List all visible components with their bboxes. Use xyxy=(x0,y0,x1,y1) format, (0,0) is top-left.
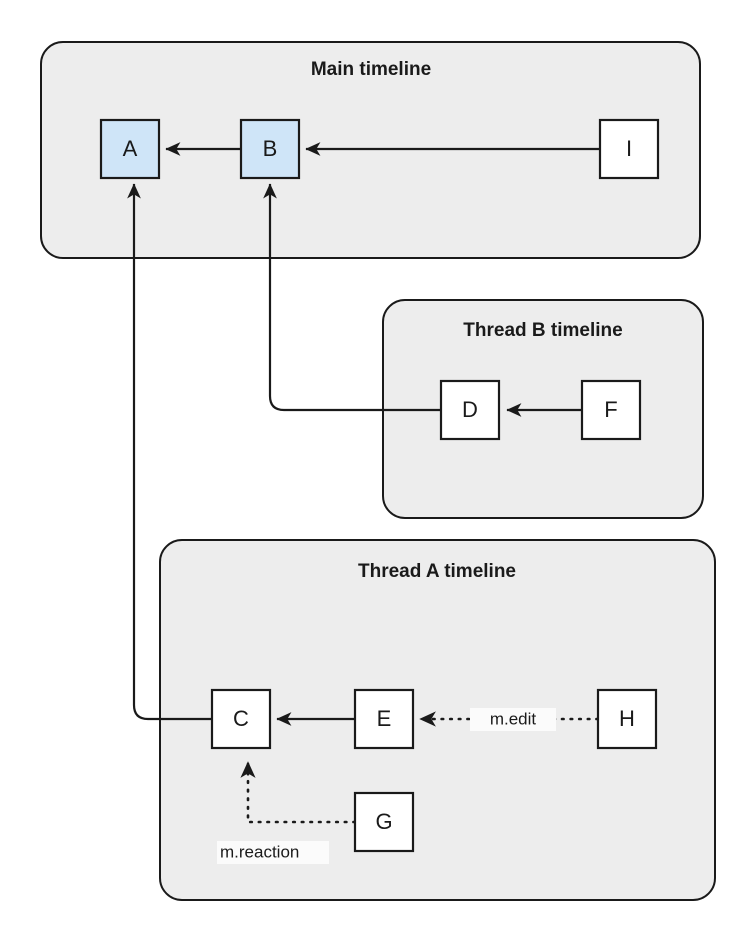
node-label-f: F xyxy=(604,397,617,422)
node-label-h: H xyxy=(619,706,635,731)
edge-g-to-c xyxy=(240,760,357,824)
node-d[interactable]: D xyxy=(439,379,501,441)
edge-label-m-edit: m.edit xyxy=(470,708,556,731)
node-label-c: C xyxy=(233,706,249,731)
node-label-g: G xyxy=(375,809,392,834)
edge-d-to-b xyxy=(263,183,441,412)
node-box-f[interactable] xyxy=(580,379,642,441)
node-box-b[interactable] xyxy=(239,118,301,180)
node-box-c[interactable] xyxy=(210,688,272,750)
node-i[interactable]: I xyxy=(598,118,660,180)
node-a[interactable]: A xyxy=(99,118,161,180)
edge-label-bg-m-reaction xyxy=(217,841,329,864)
node-box-i[interactable] xyxy=(598,118,660,180)
edge-label-m-reaction: m.reaction xyxy=(217,841,329,864)
group-title-thread-b: Thread B timeline xyxy=(463,320,622,341)
node-b[interactable]: B xyxy=(239,118,301,180)
node-box-g[interactable] xyxy=(353,791,415,853)
edge-label-text-m-edit: m.edit xyxy=(490,709,537,728)
node-label-e: E xyxy=(377,706,392,731)
node-h[interactable]: H xyxy=(596,688,658,750)
edge-label-bg-m-edit xyxy=(470,708,556,731)
node-box-a[interactable] xyxy=(99,118,161,180)
node-f[interactable]: F xyxy=(580,379,642,441)
group-title-main: Main timeline xyxy=(311,59,431,80)
node-g[interactable]: G xyxy=(353,791,415,853)
node-box-e[interactable] xyxy=(353,688,415,750)
group-title-thread-a: Thread A timeline xyxy=(358,561,516,582)
node-c[interactable]: C xyxy=(210,688,272,750)
node-label-d: D xyxy=(462,397,478,422)
node-box-d[interactable] xyxy=(439,379,501,441)
node-label-b: B xyxy=(263,136,278,161)
node-box-h[interactable] xyxy=(596,688,658,750)
edge-c-to-a xyxy=(127,183,212,721)
node-label-i: I xyxy=(626,136,632,161)
edge-label-text-m-reaction: m.reaction xyxy=(220,842,299,861)
node-e[interactable]: E xyxy=(353,688,415,750)
node-label-a: A xyxy=(123,136,138,161)
